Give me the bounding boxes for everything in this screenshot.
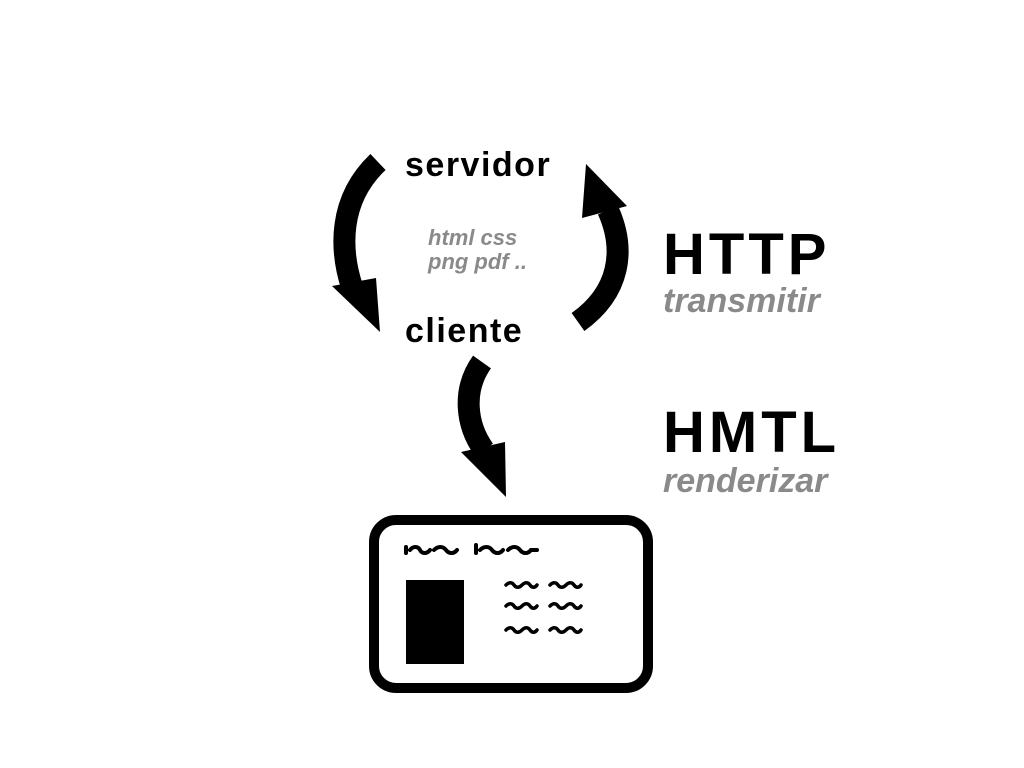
file-types-line-1: html css (428, 225, 518, 250)
left-curved-arrow (332, 154, 386, 332)
text-squiggles (504, 581, 583, 634)
http-title: HTTP (663, 222, 831, 287)
image-placeholder (406, 580, 464, 664)
down-arrow (457, 355, 506, 497)
file-types-list: html css png pdf .. (428, 226, 527, 274)
client-label: cliente (405, 312, 524, 350)
right-curved-arrow (571, 164, 629, 331)
html-subtitle: renderizar (663, 462, 828, 500)
heading-squiggles (404, 543, 539, 555)
http-subtitle: transmitir (663, 282, 820, 320)
server-label: servidor (405, 146, 552, 184)
file-types-line-2: png pdf .. (428, 249, 527, 274)
page-frame (369, 515, 653, 693)
rendered-page-icon (369, 515, 653, 693)
html-title: HMTL (663, 400, 841, 465)
